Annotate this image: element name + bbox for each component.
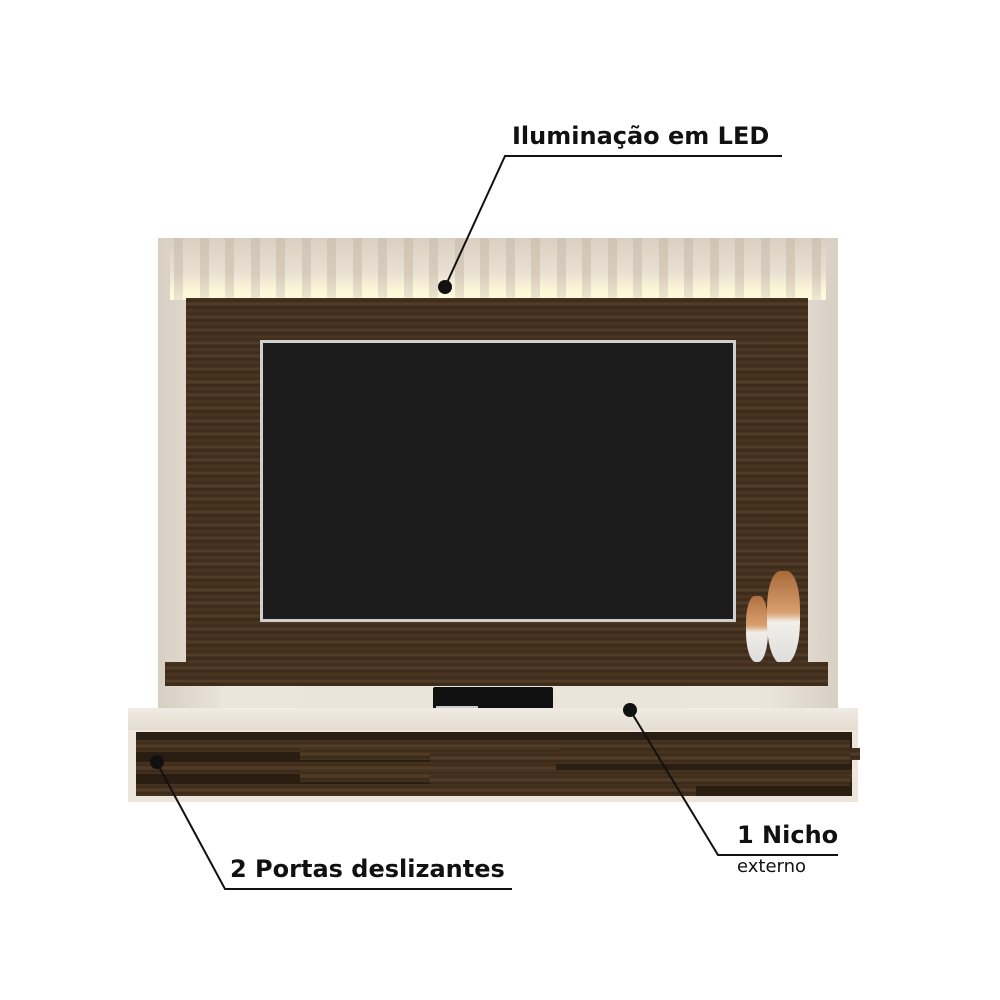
niche-sublabel: externo <box>737 856 807 877</box>
led-callout-line <box>444 155 782 288</box>
slat <box>378 238 387 300</box>
slat <box>480 238 489 300</box>
led-label: Iluminação em LED <box>512 122 770 150</box>
shelf <box>165 662 828 686</box>
cabinet-top <box>128 708 858 732</box>
slat <box>607 238 617 300</box>
slat <box>250 238 260 300</box>
slat <box>225 238 234 300</box>
slat <box>735 238 744 300</box>
vase-tall <box>767 571 800 664</box>
doors-callout-line <box>156 762 512 890</box>
slat <box>709 238 719 300</box>
shelf-support-left <box>220 686 300 712</box>
door-slat <box>430 752 850 764</box>
slat <box>454 238 464 300</box>
slat <box>760 238 770 300</box>
slat <box>811 238 821 300</box>
slat <box>199 238 209 300</box>
vase-small <box>746 596 768 662</box>
slat <box>276 238 285 300</box>
slat <box>301 238 311 300</box>
slat <box>658 238 668 300</box>
slat <box>403 238 413 300</box>
slat <box>582 238 591 300</box>
shelf-support-right <box>685 686 760 712</box>
slat <box>684 238 693 300</box>
slat <box>352 238 362 300</box>
niche-callout-line <box>629 709 838 856</box>
niche-label: 1 Nicho <box>737 821 839 849</box>
slat <box>174 238 183 300</box>
slat <box>327 238 336 300</box>
console-slot <box>436 706 478 708</box>
door-slat <box>430 774 850 786</box>
niche-callout-dot <box>623 703 637 717</box>
slat <box>505 238 515 300</box>
doors-label: 2 Portas deslizantes <box>230 855 505 883</box>
led-callout-dot <box>438 280 452 294</box>
slat <box>429 238 438 300</box>
slat <box>531 238 540 300</box>
slat <box>556 238 566 300</box>
door-slat <box>136 784 696 796</box>
tv <box>260 340 736 622</box>
slat <box>786 238 795 300</box>
slat <box>633 238 642 300</box>
doors-callout-dot <box>150 755 164 769</box>
door-slat <box>560 740 850 752</box>
